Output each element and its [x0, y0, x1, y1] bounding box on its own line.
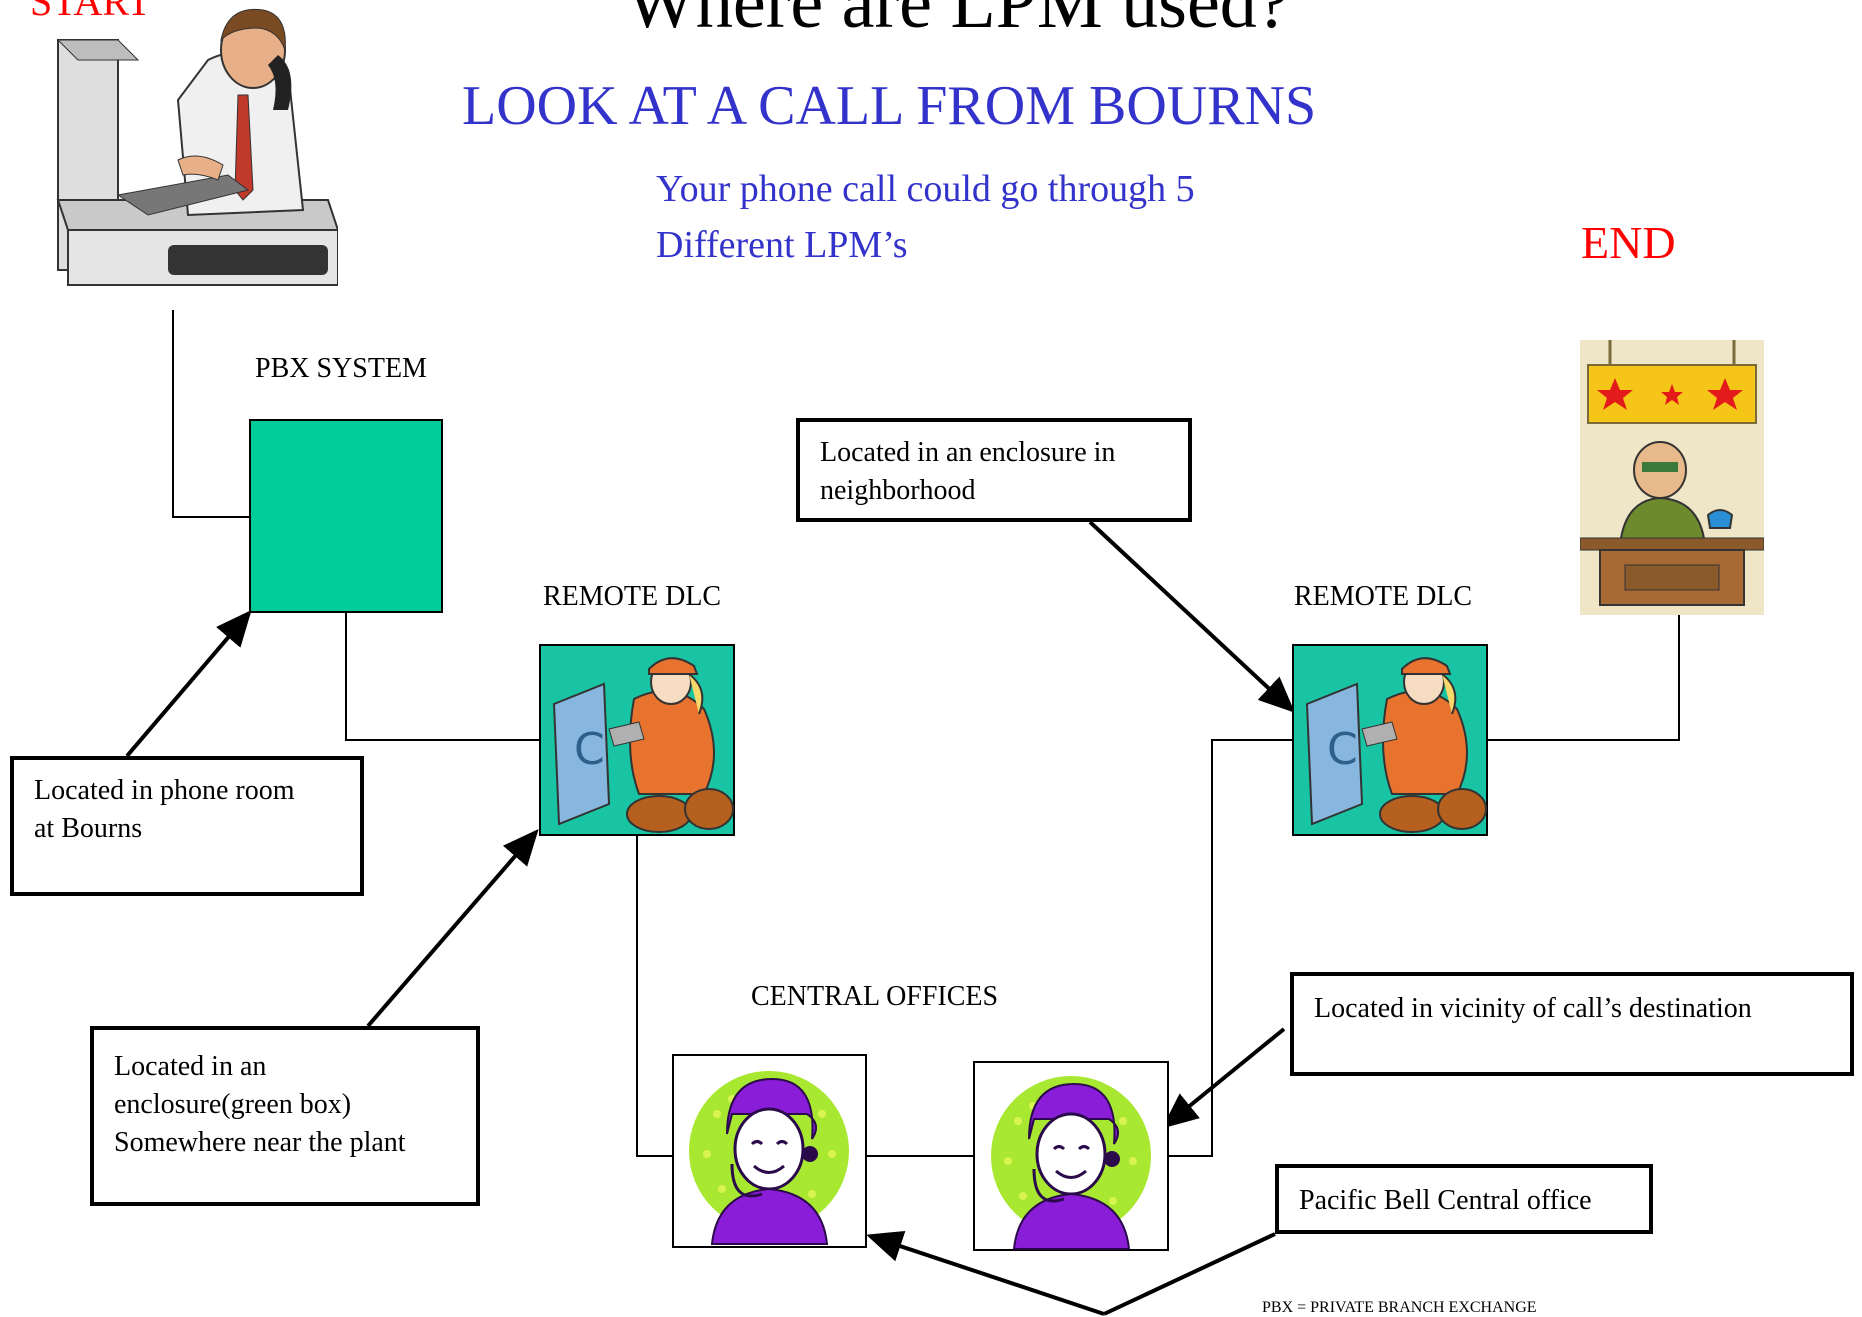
technician-at-phone-box-icon: C: [1292, 644, 1488, 836]
callout-text-line: Pacific Bell Central office: [1299, 1185, 1592, 1216]
man-on-phone-at-computer-icon: [48, 0, 340, 310]
pbx-box: [249, 419, 443, 613]
note-line-1: Your phone call could go through 5: [656, 168, 1195, 210]
callout-enclosure-plant: Located in an enclosure(green box) Somew…: [90, 1026, 480, 1206]
callout-phone-room: Located in phone room at Bourns: [10, 756, 364, 896]
callout-text-line: Located in an: [114, 1051, 267, 1082]
remote-dlc-right-label: REMOTE DLC: [1294, 581, 1473, 612]
callout-text-line: Located in vicinity of call’s destinatio…: [1314, 993, 1752, 1024]
wire-pbx-to-dlc-left: [345, 613, 539, 741]
arrow-phone-room: [125, 609, 252, 758]
callout-text-line: Located in phone room: [34, 775, 295, 806]
end-marker: END: [1581, 217, 1676, 268]
callout-vicinity: Located in vicinity of call’s destinatio…: [1290, 972, 1854, 1076]
page-title: Where are LPM used?: [626, 0, 1290, 44]
callout-text-line: Somewhere near the plant: [114, 1127, 406, 1158]
callout-text-line: neighborhood: [820, 475, 976, 506]
callout-enclosure-neighborhood: Located in an enclosure in neighborhood: [796, 418, 1192, 522]
wire-co2-to-dlc-right: [1169, 739, 1292, 1157]
svg-text:C: C: [574, 724, 605, 775]
receptionist-at-desk-icon: [1579, 340, 1765, 615]
subtitle: LOOK AT A CALL FROM BOURNS: [462, 75, 1317, 137]
callout-text-line: at Bourns: [34, 813, 143, 844]
svg-text:C: C: [1327, 724, 1358, 775]
technician-at-phone-box-icon: C: [539, 644, 735, 836]
wire-start-to-pbx: [172, 310, 249, 518]
central-offices-label: CENTRAL OFFICES: [751, 981, 999, 1012]
callout-text-line: enclosure(green box): [114, 1089, 352, 1120]
start-marker: START: [30, 0, 152, 24]
pbx-system-label: PBX SYSTEM: [255, 353, 427, 384]
arrow-vicinity: [1161, 1027, 1286, 1129]
footnote: PBX = PRIVATE BRANCH EXCHANGE: [1262, 1299, 1537, 1316]
arrow-enclosure-plant: [366, 828, 539, 1028]
callout-text-line: Located in an enclosure in: [820, 437, 1116, 468]
note-line-2: Different LPM’s: [656, 224, 908, 266]
callout-pacific-bell: Pacific Bell Central office: [1275, 1164, 1653, 1234]
line-pacific-bell: [1103, 1232, 1276, 1316]
arrow-enclosure-neighborhood: [1088, 520, 1295, 713]
operator-with-headset-icon: [672, 1054, 867, 1248]
remote-dlc-left-label: REMOTE DLC: [543, 581, 722, 612]
arrow-to-central-office: [866, 1230, 1105, 1316]
wire-dlc-left-to-co1: [636, 836, 672, 1157]
wire-dlc-right-to-end: [1488, 615, 1680, 741]
operator-with-headset-icon: [973, 1061, 1169, 1251]
